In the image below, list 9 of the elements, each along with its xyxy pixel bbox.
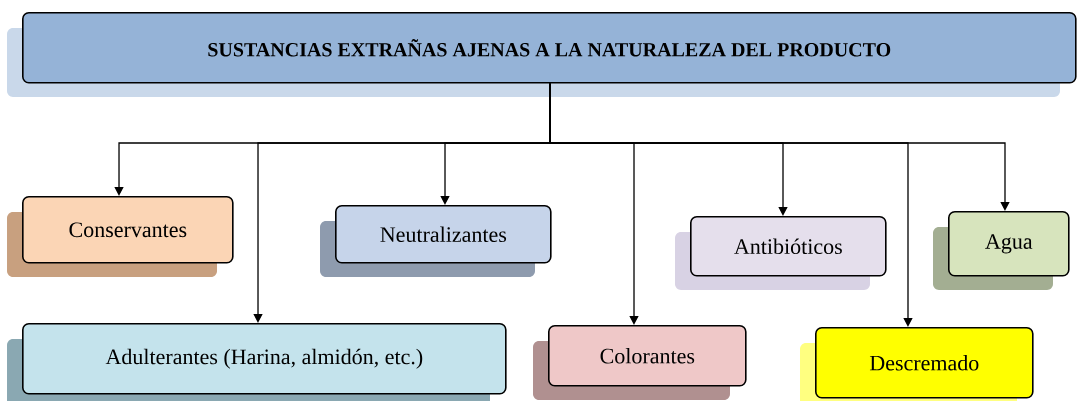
category-box: Agua bbox=[948, 211, 1070, 277]
category-box: Adulterantes (Harina, almidón, etc.) bbox=[22, 323, 507, 395]
category-box: Descremado bbox=[815, 327, 1034, 399]
category-box: Conservantes bbox=[22, 196, 234, 264]
category-box: Neutralizantes bbox=[335, 205, 552, 264]
arrow bbox=[549, 82, 1010, 211]
category-box: Colorantes bbox=[548, 325, 747, 387]
title-box: SUSTANCIAS EXTRAÑAS AJENAS A LA NATURALEZA DEL PRODUCTO bbox=[22, 12, 1077, 84]
category-box: Antibióticos bbox=[690, 216, 887, 277]
